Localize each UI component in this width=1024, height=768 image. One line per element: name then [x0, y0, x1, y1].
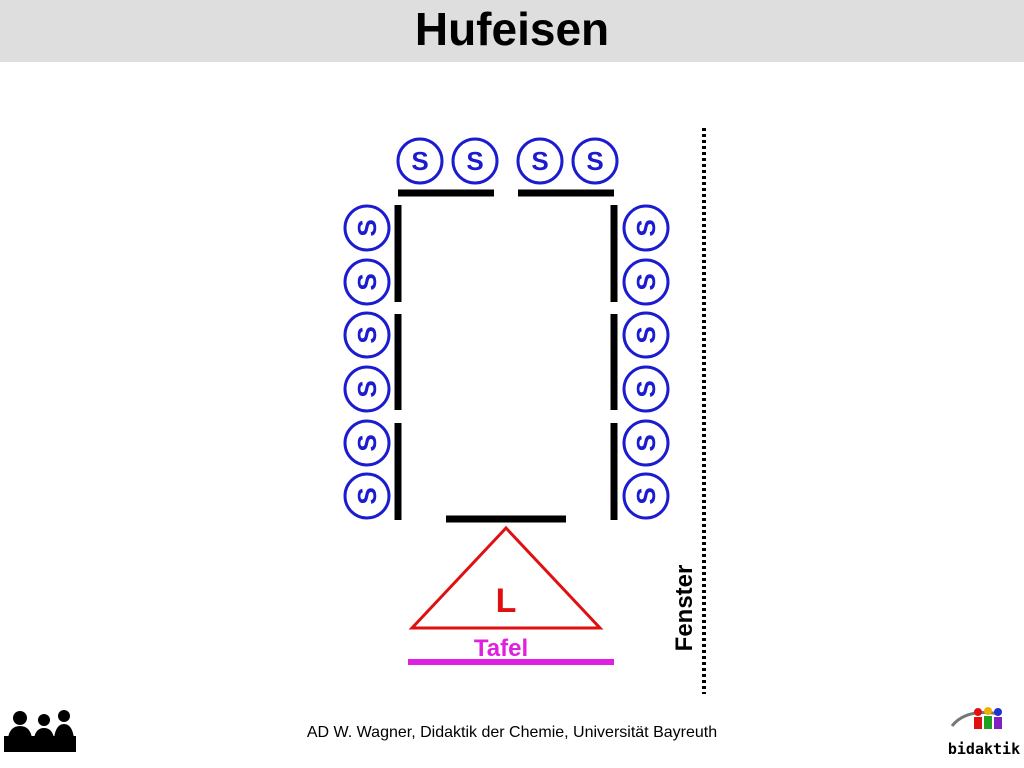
student-seat: S — [571, 137, 619, 185]
student-circle — [622, 204, 670, 252]
teacher-label: L — [496, 582, 517, 620]
student-label: S — [466, 146, 483, 176]
student-seat: S — [343, 365, 391, 413]
student-seat: S — [622, 258, 670, 306]
title-bar — [0, 0, 1024, 62]
students-top: S S S S — [396, 137, 619, 185]
student-circle — [571, 137, 619, 185]
student-seat: S — [622, 365, 670, 413]
teacher-triangle — [408, 525, 604, 630]
student-label: S — [352, 273, 382, 290]
student-label: S — [352, 219, 382, 236]
student-seat: S — [343, 204, 391, 252]
logo-text: bidaktik — [948, 740, 1020, 758]
window-label: Fenster — [671, 565, 698, 652]
student-seat: S — [396, 137, 444, 185]
student-circle — [343, 472, 391, 520]
student-circle — [622, 419, 670, 467]
student-label: S — [411, 146, 428, 176]
student-seat: S — [622, 472, 670, 520]
student-label: S — [631, 434, 661, 451]
window: Fenster — [671, 128, 706, 694]
footer-text: AD W. Wagner, Didaktik der Chemie, Unive… — [306, 724, 718, 741]
student-seat: S — [343, 472, 391, 520]
tables — [394, 189, 618, 523]
student-label: S — [352, 326, 382, 343]
student-label: S — [352, 434, 382, 451]
student-circle — [622, 472, 670, 520]
student-circle — [622, 365, 670, 413]
student-circle — [622, 311, 670, 359]
student-circle — [622, 258, 670, 306]
students-right: S S S S S S — [622, 204, 670, 520]
student-circle — [343, 258, 391, 306]
student-label: S — [631, 380, 661, 397]
student-circle — [396, 137, 444, 185]
student-seat: S — [451, 137, 499, 185]
student-seat: S — [343, 419, 391, 467]
student-label: S — [631, 487, 661, 504]
student-circle — [343, 419, 391, 467]
student-label: S — [631, 273, 661, 290]
student-circle — [343, 365, 391, 413]
board: Tafel — [408, 635, 614, 665]
student-label: S — [352, 380, 382, 397]
student-label: S — [586, 146, 603, 176]
student-circle — [451, 137, 499, 185]
student-seat: S — [343, 311, 391, 359]
student-label: S — [631, 219, 661, 236]
student-label: S — [352, 487, 382, 504]
board-label: Tafel — [474, 635, 528, 662]
student-seat: S — [622, 311, 670, 359]
student-circle — [343, 204, 391, 252]
student-seat: S — [343, 258, 391, 306]
teacher: L — [408, 525, 604, 630]
student-seat: S — [516, 137, 564, 185]
bidaktik-logo: bidaktik — [948, 707, 1020, 758]
students-left: S S S S S S — [343, 204, 391, 520]
student-seat: S — [622, 204, 670, 252]
student-label: S — [631, 326, 661, 343]
people-silhouette-icon — [4, 710, 76, 752]
student-circle — [516, 137, 564, 185]
student-label: S — [531, 146, 548, 176]
student-circle — [343, 311, 391, 359]
student-seat: S — [622, 419, 670, 467]
page-title: Hufeisen — [414, 3, 610, 55]
